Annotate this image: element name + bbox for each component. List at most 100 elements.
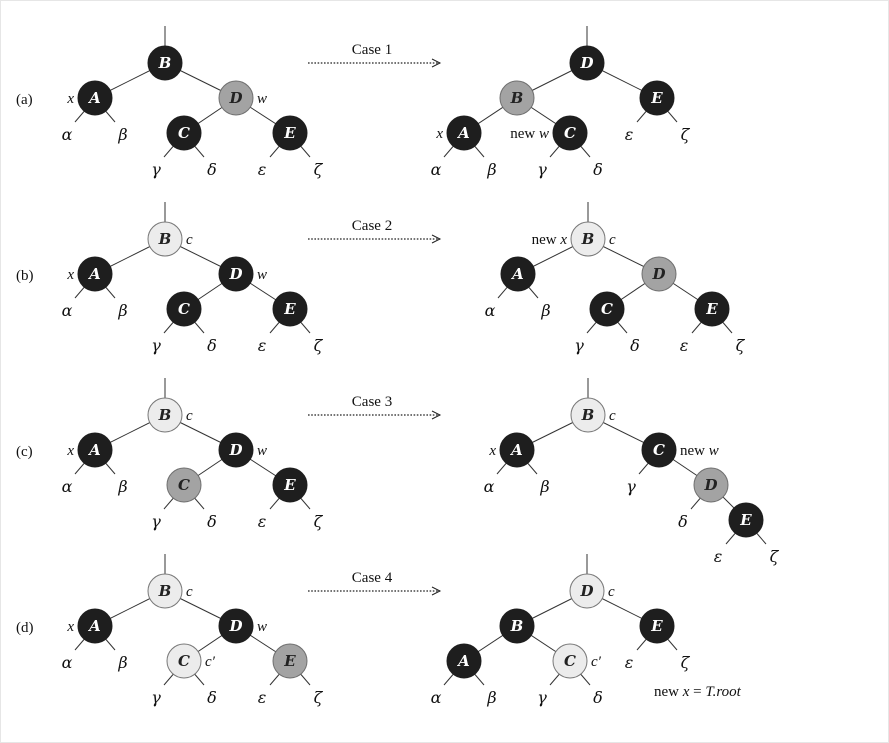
- node-annotation: x: [66, 91, 74, 107]
- node-label: D: [579, 582, 593, 600]
- subtree-label: δ: [207, 336, 217, 355]
- tree-node-black: C: [166, 291, 202, 327]
- subtree-label: δ: [630, 336, 640, 355]
- node-circle: [147, 397, 183, 433]
- node-circle: [77, 432, 113, 468]
- node-label: E: [650, 617, 663, 635]
- node-annotation: c: [609, 232, 616, 248]
- subtree-label: δ: [207, 688, 217, 707]
- node-label: E: [650, 89, 663, 107]
- node-annotation: new w: [680, 443, 719, 459]
- case-label: Case 2: [352, 218, 392, 234]
- node-label: D: [228, 441, 242, 459]
- node-circle: [693, 467, 729, 503]
- subtree-label: ε: [714, 547, 723, 566]
- case-arrow: [308, 234, 442, 244]
- tree-node-black: Ax: [66, 80, 113, 116]
- case-arrow: [308, 586, 442, 596]
- node-circle: [499, 608, 535, 644]
- node-annotation: c: [186, 232, 193, 248]
- tree-node-black: E: [694, 291, 730, 327]
- node-circle: [499, 432, 535, 468]
- subtree-label: ε: [258, 160, 267, 179]
- node-circle: [446, 643, 482, 679]
- subtree-label: ζ: [314, 688, 324, 707]
- subtree-label: β: [117, 301, 127, 320]
- subtree-label: α: [62, 653, 73, 672]
- node-label: A: [87, 89, 101, 107]
- node-label: D: [228, 89, 242, 107]
- subtree-label: β: [117, 125, 127, 144]
- tree-node-black: B: [147, 45, 183, 81]
- subtree-label: ζ: [736, 336, 746, 355]
- row-label: (c): [16, 444, 33, 460]
- node-circle: [552, 115, 588, 151]
- case-label: Case 1: [352, 42, 392, 58]
- subtree-label: ε: [680, 336, 689, 355]
- node-label: C: [653, 441, 665, 459]
- subtree-label: α: [431, 160, 442, 179]
- tree-node-black: Ax: [435, 115, 482, 151]
- subtree-label: ζ: [314, 160, 324, 179]
- node-label: A: [509, 441, 523, 459]
- node-label: D: [228, 265, 242, 283]
- subtree-label: δ: [593, 688, 603, 707]
- node-circle: [569, 573, 605, 609]
- node-circle: [147, 45, 183, 81]
- node-circle: [589, 291, 625, 327]
- tree-node-black: C: [589, 291, 625, 327]
- subtree-label: α: [484, 477, 495, 496]
- subtree-label: α: [62, 125, 73, 144]
- tree-node-black: E: [272, 467, 308, 503]
- node-circle: [639, 608, 675, 644]
- node-circle: [639, 80, 675, 116]
- tree-node-gray: D: [641, 256, 677, 292]
- node-annotation: c′: [205, 654, 216, 670]
- node-label: D: [651, 265, 665, 283]
- subtree-label: ζ: [770, 547, 780, 566]
- subtree-label: ε: [625, 653, 634, 672]
- node-circle: [570, 221, 606, 257]
- node-circle: [218, 432, 254, 468]
- node-label: B: [158, 54, 172, 72]
- node-label: B: [510, 617, 524, 635]
- node-label: A: [87, 441, 101, 459]
- subtree-label: α: [62, 301, 73, 320]
- subtree-label: γ: [626, 477, 636, 496]
- node-circle: [218, 256, 254, 292]
- tree-node-black: E: [639, 608, 675, 644]
- node-annotation: x: [488, 443, 496, 459]
- node-label: B: [158, 406, 172, 424]
- node-circle: [570, 397, 606, 433]
- node-circle: [500, 256, 536, 292]
- tree-node-black: A: [500, 256, 536, 292]
- node-circle: [272, 115, 308, 151]
- row-label: (b): [16, 268, 34, 284]
- tree-node-black: B: [499, 608, 535, 644]
- subtree-label: γ: [537, 688, 547, 707]
- subtree-label: α: [431, 688, 442, 707]
- node-circle: [641, 432, 677, 468]
- node-circle: [147, 221, 183, 257]
- node-annotation: x: [66, 267, 74, 283]
- tree-node-gray: E: [272, 643, 308, 679]
- subtree-label: δ: [207, 160, 217, 179]
